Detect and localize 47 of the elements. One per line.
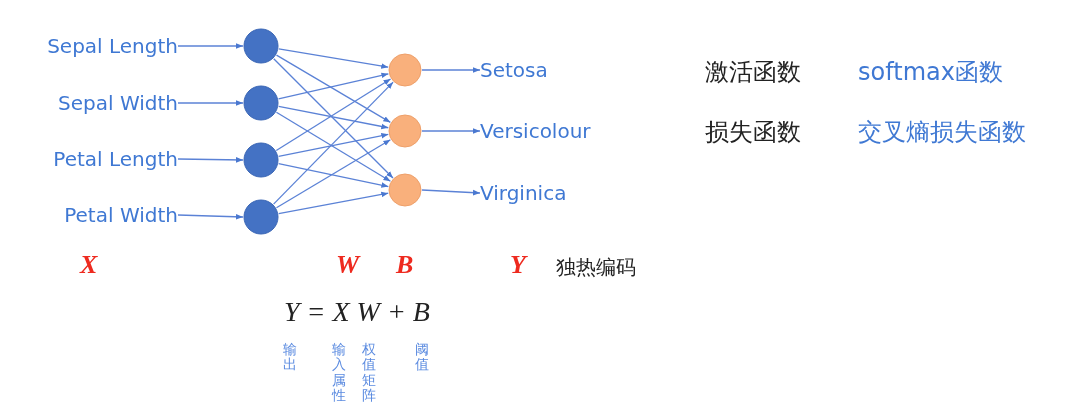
annotation-text: 独热编码 (556, 254, 636, 281)
arrow (421, 128, 481, 134)
node-label: Petal Length (8, 146, 178, 172)
formula: Y = X W + B (284, 296, 430, 328)
neuron-circle (243, 199, 279, 235)
arrow (278, 191, 389, 215)
arrow (275, 111, 392, 182)
arrow (278, 48, 389, 69)
node-label: Sepal Length (8, 33, 178, 59)
neuron-circle (388, 173, 422, 207)
arrow (275, 54, 391, 123)
arrow (275, 139, 392, 209)
node-label: Virginica (480, 180, 640, 206)
neuron-circle (388, 114, 422, 148)
variable-symbol: B (396, 250, 414, 280)
arrow (272, 81, 394, 205)
node-label: Versicolour (480, 118, 640, 144)
arrow (177, 214, 244, 220)
neuron-circle (243, 85, 279, 121)
arrow (278, 133, 389, 158)
neuron-circle (243, 142, 279, 178)
vertical-annotation: 权值矩阵 (362, 342, 376, 404)
vertical-annotation: 阈值 (415, 342, 429, 373)
node-label: Petal Width (8, 202, 178, 228)
term-value: softmax函数 (858, 57, 1003, 88)
variable-symbol: W (336, 250, 360, 280)
arrow (277, 163, 389, 188)
term-label: 损失函数 (705, 117, 801, 148)
variable-symbol: Y (510, 250, 526, 280)
arrow (277, 72, 390, 100)
arrow (177, 43, 244, 49)
node-label: Setosa (480, 57, 640, 83)
arrow (273, 58, 394, 179)
vertical-annotation: 输入属性 (332, 342, 346, 404)
neuron-circle (388, 53, 422, 87)
arrow (275, 78, 392, 152)
neuron-circle (243, 28, 279, 64)
node-label: Sepal Width (8, 90, 178, 116)
variable-symbol: X (80, 250, 98, 280)
arrow (177, 100, 244, 106)
term-label: 激活函数 (705, 57, 801, 88)
arrow (177, 157, 244, 163)
vertical-annotation: 输出 (283, 342, 297, 373)
arrow (278, 105, 389, 130)
arrow (421, 67, 481, 73)
term-value: 交叉熵损失函数 (858, 117, 1026, 148)
arrow (421, 189, 481, 196)
